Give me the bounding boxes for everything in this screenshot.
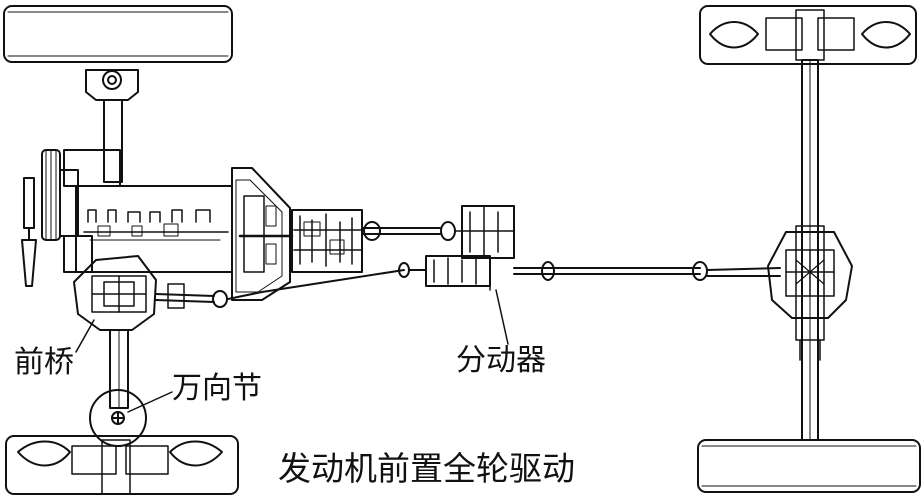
rear-left-wheel [699, 5, 917, 65]
front-axle-shaft [75, 319, 129, 409]
front-differential [73, 255, 263, 331]
universal-joint-icon [111, 411, 125, 425]
front-left-wheel [3, 5, 233, 63]
propeller-shaft [513, 261, 781, 281]
universal-joint [89, 389, 173, 447]
diagram-caption: 发动机前置全轮驱动 [278, 449, 575, 488]
universal-joint-label: 万向节 [172, 371, 262, 406]
rear-axle [767, 59, 853, 441]
gearbox [231, 167, 363, 301]
fan-icon [23, 177, 35, 229]
front-left-knuckle [85, 69, 139, 183]
transfer-case [261, 205, 515, 345]
transfer-case-label: 分动器 [456, 343, 546, 378]
rear-right-wheel [697, 439, 921, 493]
engine [21, 149, 233, 287]
front-right-wheel [5, 435, 239, 495]
front-axle-label: 前桥 [14, 345, 74, 380]
